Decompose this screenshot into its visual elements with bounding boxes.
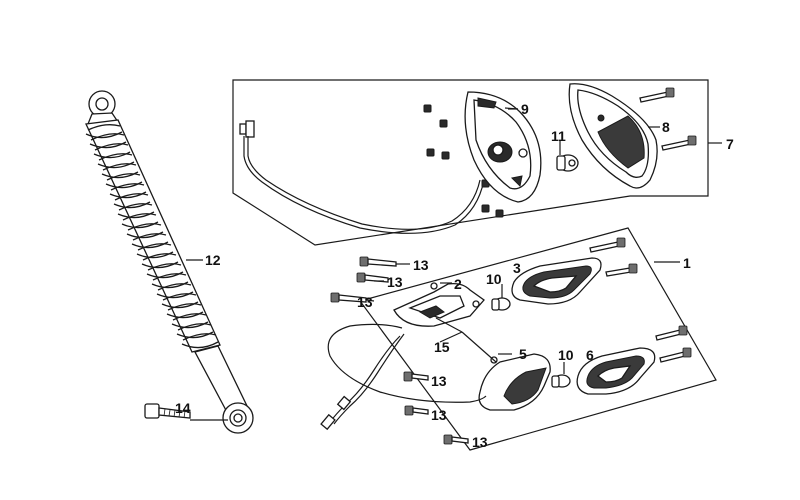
callout-labels: 1 2 3 5 6 7 8 9 10 10 11 12 13 13 13 13 …	[175, 101, 734, 450]
callout-13-b: 13	[387, 274, 403, 290]
signal-bracket-upper	[393, 282, 485, 327]
screws-13	[330, 256, 469, 445]
signal-bulb-upper	[491, 284, 511, 311]
tail-light-lens	[568, 83, 658, 189]
callout-13-e: 13	[431, 407, 447, 423]
callout-3: 3	[513, 260, 521, 276]
rear-shock-absorber	[85, 90, 254, 434]
callout-12: 12	[205, 252, 221, 268]
callout-13-f: 13	[472, 434, 488, 450]
callout-5: 5	[519, 346, 527, 362]
callout-6: 6	[586, 347, 594, 363]
callout-13-c: 13	[357, 294, 373, 310]
turn-signal-assembly-group	[320, 227, 717, 451]
callout-14: 14	[175, 400, 191, 416]
callout-1: 1	[683, 255, 691, 271]
rear-signal-lens	[576, 347, 656, 395]
callout-10-upper: 10	[486, 271, 502, 287]
callout-11: 11	[551, 128, 566, 144]
callout-13-a: 13	[413, 257, 429, 273]
upper-signal-screws	[589, 237, 638, 277]
callout-9: 9	[521, 101, 529, 117]
callout-10-lower: 10	[558, 347, 574, 363]
callout-8: 8	[662, 119, 670, 135]
tail-light-assembly-group	[232, 79, 722, 246]
callout-15: 15	[434, 339, 450, 355]
callout-2: 2	[454, 276, 462, 292]
callout-7: 7	[726, 136, 734, 152]
tail-lens-screws	[639, 87, 697, 151]
rear-signal-housing	[478, 353, 551, 411]
tail-light-housing	[464, 91, 542, 203]
callout-13-d: 13	[431, 373, 447, 389]
lower-signal-screws	[655, 325, 692, 363]
shock-mount-bolt	[144, 403, 228, 421]
tail-light-bulb	[556, 154, 579, 172]
signal-bulb-lower	[551, 362, 571, 388]
tail-light-wiring	[239, 120, 485, 234]
front-signal-lens-upper	[511, 257, 602, 305]
signal-wiring	[320, 323, 487, 431]
shock-spring	[85, 119, 221, 353]
